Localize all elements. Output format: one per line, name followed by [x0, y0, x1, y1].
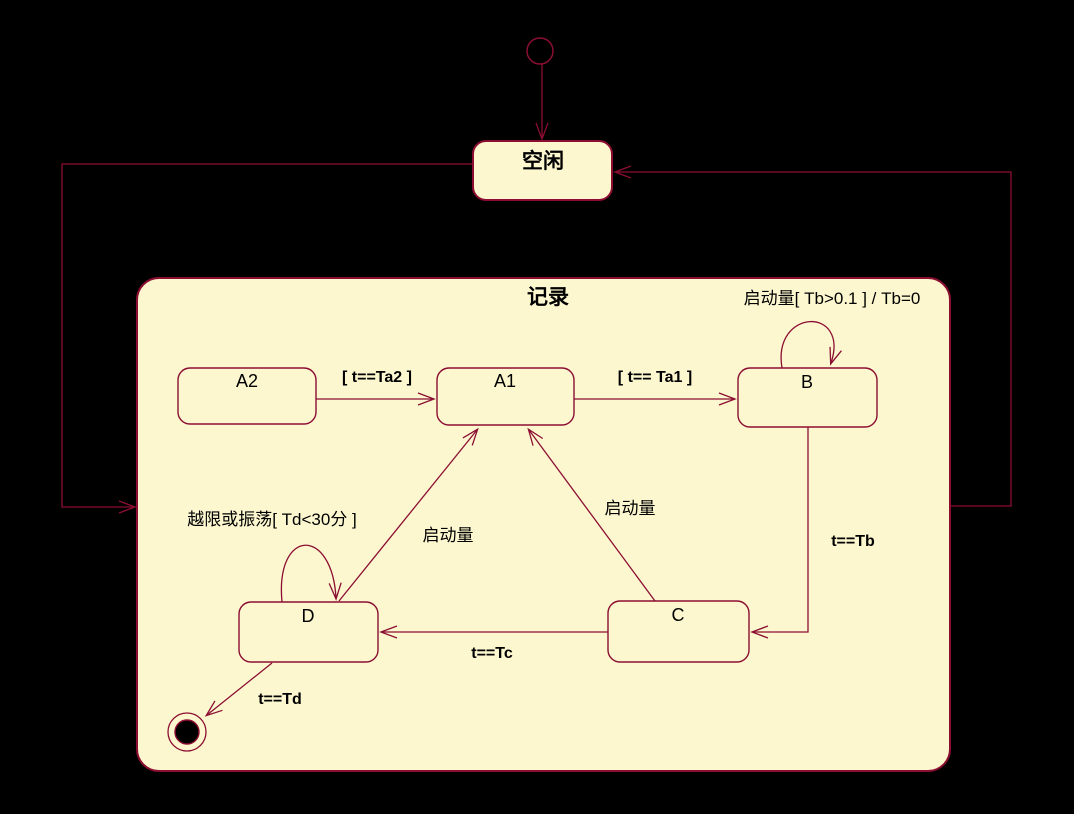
state-c: [607, 600, 750, 663]
state-record-label: 记录: [527, 286, 569, 309]
state-d: [238, 601, 379, 663]
transition-record-to-idle: [613, 165, 1012, 507]
state-a2: [177, 367, 317, 425]
transition-c-to-a1: [527, 427, 656, 602]
transition-c-to-d-label: t==Tc: [471, 645, 513, 662]
final-state-outer-ring: [167, 712, 207, 752]
transition-d-to-a1-label: 启动量: [423, 526, 474, 545]
final-state: [174, 719, 200, 745]
transition-d-self-loop: [280, 544, 342, 603]
transition-b-self-loop: [780, 320, 842, 369]
state-d-label: D: [302, 606, 315, 626]
state-b-label: B: [801, 372, 813, 392]
transition-d-to-final-label: t==Td: [258, 691, 302, 708]
transition-c-to-a1-label: 启动量: [605, 499, 656, 518]
initial-state: [526, 37, 554, 65]
transition-a1-to-b-label: [ t== Ta1 ]: [618, 369, 692, 386]
state-b: [737, 367, 878, 428]
state-idle: [472, 140, 613, 201]
transition-idle-to-record: [61, 163, 475, 514]
transition-a2-to-a1-label: [ t==Ta2 ]: [342, 369, 412, 386]
transition-b-to-c-label: t==Tb: [831, 533, 875, 550]
state-a2-label: A2: [236, 371, 258, 391]
state-idle-label: 空闲: [522, 149, 564, 173]
transition-d-to-a1: [338, 427, 479, 602]
state-a1-label: A1: [494, 371, 516, 391]
transition-b-self-label: 启动量[ Tb>0.1 ] / Tb=0: [744, 289, 921, 308]
transition-d-to-final: [204, 662, 273, 717]
transition-b-to-c: [750, 427, 809, 639]
state-c-label: C: [672, 605, 685, 625]
transition-d-self-label: 越限或振荡[ Td<30分 ]: [187, 510, 357, 529]
state-a1: [436, 367, 575, 426]
